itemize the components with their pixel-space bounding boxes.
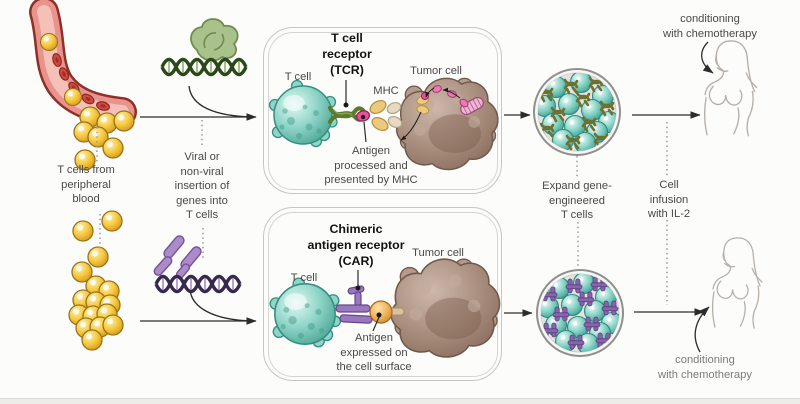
- infusion-label: Cell infusion with IL-2: [647, 179, 691, 221]
- car-title: Chimeric antigen receptor (CAR): [307, 222, 405, 268]
- car-gene-fragments-icon: [153, 235, 202, 279]
- bottom-edge-strip: [0, 398, 800, 404]
- tcr-mhc-label: MHC: [373, 85, 399, 97]
- t-cell-stream: [68, 106, 135, 351]
- red-blood-cell-icon: [52, 53, 110, 111]
- expand-label: Expand gene- engineered T cells: [542, 180, 612, 222]
- tcr-tumor-cell-label: Tumor cell: [410, 65, 462, 77]
- gene-insertion-label: Viral or non-viral insertion of genes in…: [174, 151, 230, 222]
- car-tumor-cell-label: Tumor cell: [412, 247, 464, 259]
- blood-vessel-illustration: [29, 0, 137, 127]
- conditioning-top-label: conditioning with chemotherapy: [663, 13, 757, 40]
- tcr-gene-protein-icon: [190, 18, 239, 62]
- dna-helix-purple-icon: [154, 274, 242, 294]
- conditioning-bottom-label: conditioning with chemotherapy: [658, 354, 752, 381]
- car-antigen-caption: Antigen expressed on the cell surface: [336, 332, 412, 374]
- dna-helix-green-icon: [160, 57, 248, 77]
- tcr-antigen-caption: Antigen processed and presented by MHC: [324, 145, 418, 187]
- tcr-title: T cell receptor (TCR): [322, 31, 372, 77]
- peripheral-blood-label: T cells from peripheral blood: [57, 164, 115, 206]
- patient-figure-bottom: [711, 237, 763, 329]
- expansion-dish-tcr: [533, 68, 621, 156]
- expansion-dish-car: [536, 269, 624, 357]
- tcr-t-cell-label: T cell: [284, 71, 312, 83]
- car-t-cell-label: T cell: [290, 272, 318, 284]
- patient-figure-top: [703, 40, 758, 137]
